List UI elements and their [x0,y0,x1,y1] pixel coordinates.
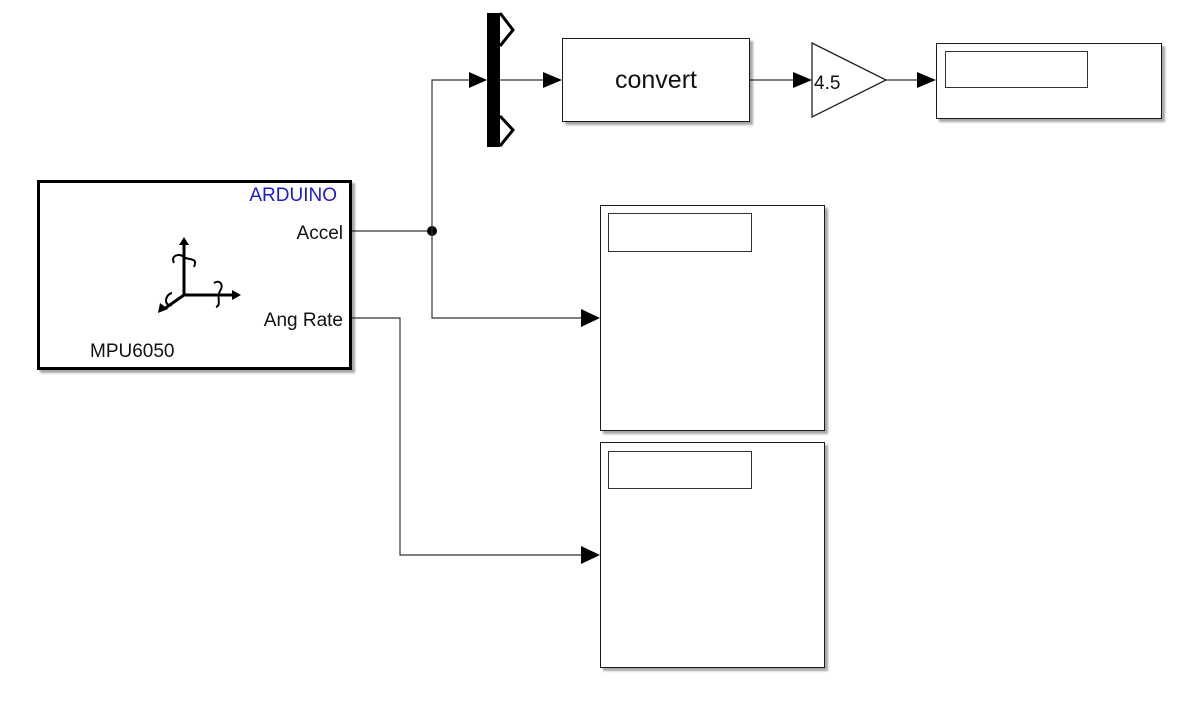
gain-value: 4.5 [814,73,840,94]
convert-block[interactable]: convert [562,38,750,122]
arrow-gain-in [793,72,812,88]
arrow-mux-in [469,72,487,88]
port-label-accel: Accel [296,223,343,244]
mpu6050-block[interactable]: ARDUINO Accel Ang Rate MPU6050 [37,180,352,370]
arrow-scope-angrate-in [581,546,600,564]
gain-block[interactable]: 4.5 [811,41,888,119]
arrow-convert-in [543,72,562,88]
scope-accel-title-field [608,213,752,252]
mux-block[interactable] [487,12,515,147]
scope-angrate-block[interactable] [600,442,825,668]
vendor-label: ARDUINO [249,185,337,206]
signal-angrate-to-scope[interactable] [352,317,582,556]
convert-label: convert [615,65,697,94]
port-label-ang-rate: Ang Rate [263,310,343,331]
block-name-label: MPU6050 [90,341,175,362]
display-value-field [945,51,1088,88]
signal-accel-to-scope[interactable] [431,231,582,319]
scope-angrate-title-field [608,451,752,489]
scope-accel-block[interactable] [600,205,825,431]
display-block[interactable] [936,43,1162,119]
signal-accel-to-mux[interactable] [431,79,472,231]
arrow-display-in [917,72,936,88]
imu-axes-icon [158,237,241,313]
arrow-scope-accel-in [581,309,600,327]
